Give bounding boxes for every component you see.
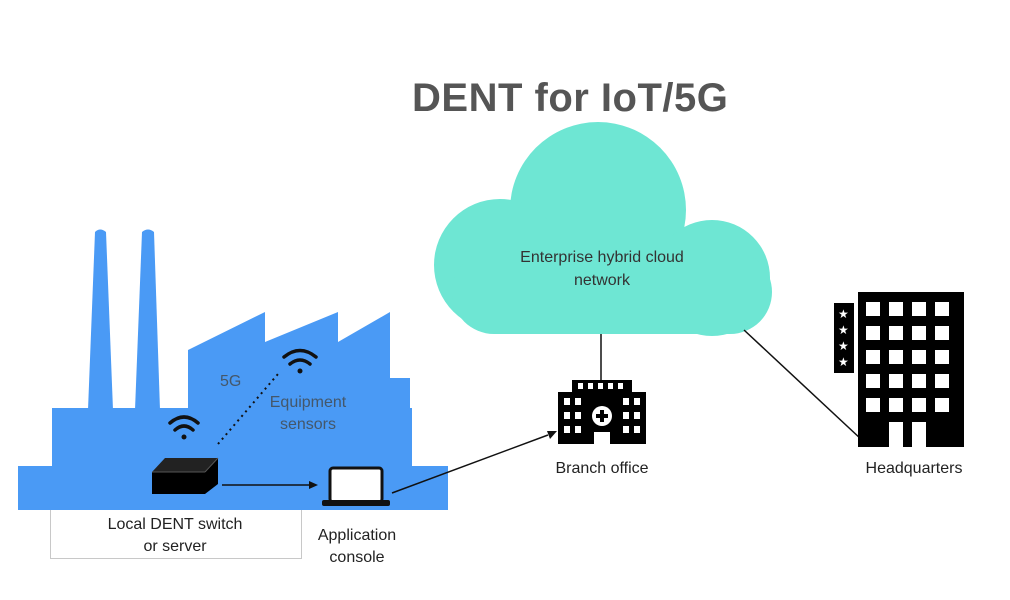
switch-label-line1: Local DENT switch xyxy=(107,516,243,533)
page-title: DENT for IoT/5G xyxy=(412,76,729,120)
console-label-line1: Application xyxy=(317,527,397,544)
cloud-icon xyxy=(434,122,772,336)
hotel-building-icon: ★ ★ ★ ★ xyxy=(834,292,964,447)
svg-text:★: ★ xyxy=(838,339,849,353)
equipment-sensors-label: Equipment sensors xyxy=(258,392,358,436)
cloud-label-line1: Enterprise hybrid cloud xyxy=(520,249,684,266)
link-cloud-to-hq xyxy=(743,329,863,441)
sensors-label-line1: Equipment xyxy=(269,394,347,411)
5g-label: 5G xyxy=(220,373,242,390)
branch-office-label: Branch office xyxy=(555,460,649,477)
hospital-building-icon xyxy=(558,380,646,444)
svg-text:★: ★ xyxy=(838,323,849,337)
cloud-label: Enterprise hybrid cloud network xyxy=(452,246,752,292)
sensors-label-line2: sensors xyxy=(279,416,337,433)
switch-box-icon xyxy=(152,457,219,494)
svg-text:★: ★ xyxy=(838,307,849,321)
console-label-line2: console xyxy=(329,549,385,566)
svg-text:★: ★ xyxy=(838,355,849,369)
wifi-icon xyxy=(168,415,200,440)
switch-label: Local DENT switch or server xyxy=(50,514,300,558)
wifi-icon-sensors xyxy=(282,348,318,374)
factory-icon xyxy=(18,229,448,510)
star-icon: ★ ★ ★ ★ xyxy=(838,307,849,369)
arrow-console-to-branch xyxy=(391,434,549,494)
laptop-icon xyxy=(322,466,390,506)
cloud-label-line2: network xyxy=(573,272,631,289)
switch-label-box xyxy=(50,510,302,559)
console-label: Application console xyxy=(300,525,414,569)
headquarters-label: Headquarters xyxy=(865,460,963,477)
switch-label-line2: or server xyxy=(143,538,207,555)
